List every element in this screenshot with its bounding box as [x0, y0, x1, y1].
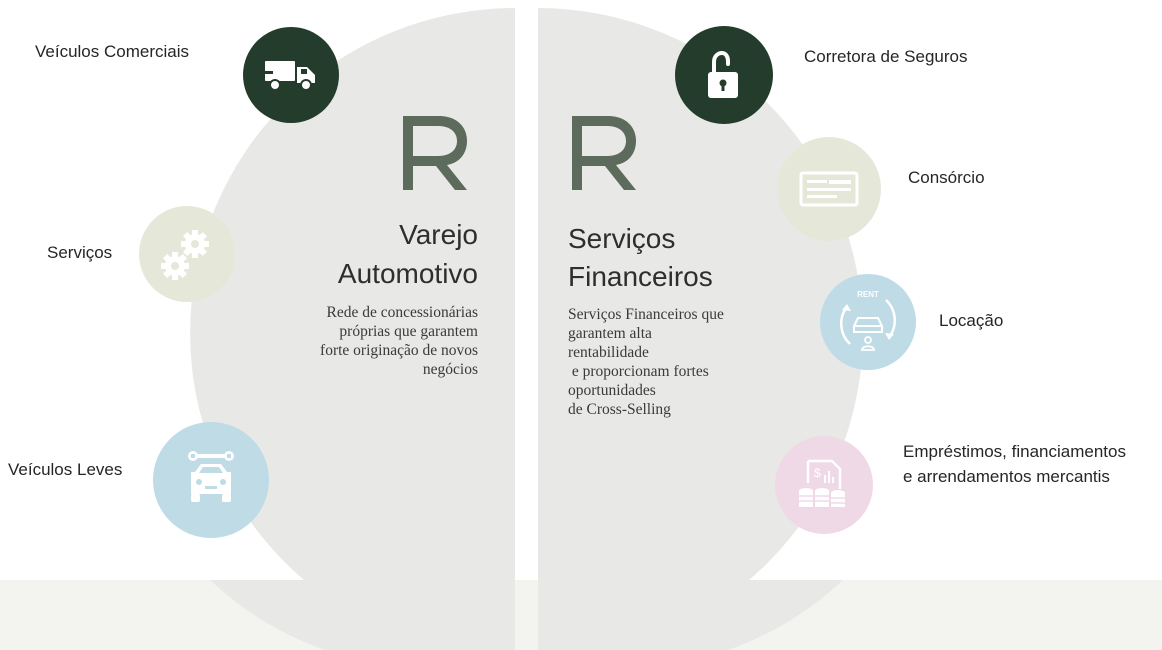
right-logo-r: [572, 116, 636, 190]
left-desc-line: forte originação de novos: [320, 342, 478, 359]
truck-icon: [265, 61, 315, 91]
right-title-line1: Serviços: [568, 223, 676, 254]
emprestimos-circle: $: [775, 436, 873, 534]
left-title-line2: Automotivo: [337, 258, 478, 289]
label-emprestimos-line2: e arrendamentos mercantis: [903, 467, 1110, 486]
label-consorcio: Consórcio: [908, 168, 985, 187]
padlock-open-icon: [708, 50, 738, 98]
consorcio-circle: [777, 137, 881, 241]
right-desc-line: rentabilidade: [568, 344, 649, 361]
right-half-bottom: [538, 580, 843, 650]
right-description: Serviços Financeiros que garantem alta r…: [568, 305, 724, 419]
right-desc-line: garantem alta: [568, 325, 652, 342]
rent-text: RENT: [857, 290, 879, 299]
right-desc-line: Serviços Financeiros que: [568, 306, 724, 323]
label-servicos: Serviços: [47, 243, 113, 262]
left-desc-line: negócios: [422, 361, 478, 378]
loan-coins-icon: $: [799, 459, 845, 507]
gears-icon: [161, 230, 209, 280]
svg-text:$: $: [814, 466, 821, 480]
right-desc-line: de Cross-Selling: [568, 401, 671, 418]
left-title-line1: Varejo: [399, 219, 478, 250]
label-veiculos-comerciais: Veículos Comerciais: [35, 42, 190, 61]
left-description: Rede de concessionárias próprias que gar…: [260, 303, 478, 379]
left-half-bottom: [210, 580, 515, 650]
label-locacao: Locação: [939, 311, 1004, 330]
left-desc-line: próprias que garantem: [339, 323, 478, 340]
left-half-shape: [190, 8, 515, 650]
right-title-line2: Financeiros: [568, 261, 713, 292]
veiculos-comerciais-circle: [243, 27, 339, 123]
right-desc-line: oportunidades: [568, 382, 656, 399]
car-wrench-icon: [188, 451, 234, 502]
label-veiculos-leves: Veículos Leves: [8, 460, 123, 479]
rent-car-icon: RENT: [839, 290, 897, 351]
left-desc-line: Rede de concessionárias: [326, 304, 479, 321]
check-card-icon: [799, 171, 859, 207]
left-logo-r: [403, 116, 467, 190]
servicos-circle: [139, 206, 235, 302]
right-desc-line: e proporcionam fortes: [568, 363, 709, 380]
veiculos-leves-circle: [153, 422, 269, 538]
corretora-seguros-circle: [675, 26, 773, 124]
label-corretora-seguros: Corretora de Seguros: [804, 47, 968, 66]
label-emprestimos-line1: Empréstimos, financiamentos: [903, 442, 1126, 461]
locacao-circle: RENT: [820, 274, 916, 370]
